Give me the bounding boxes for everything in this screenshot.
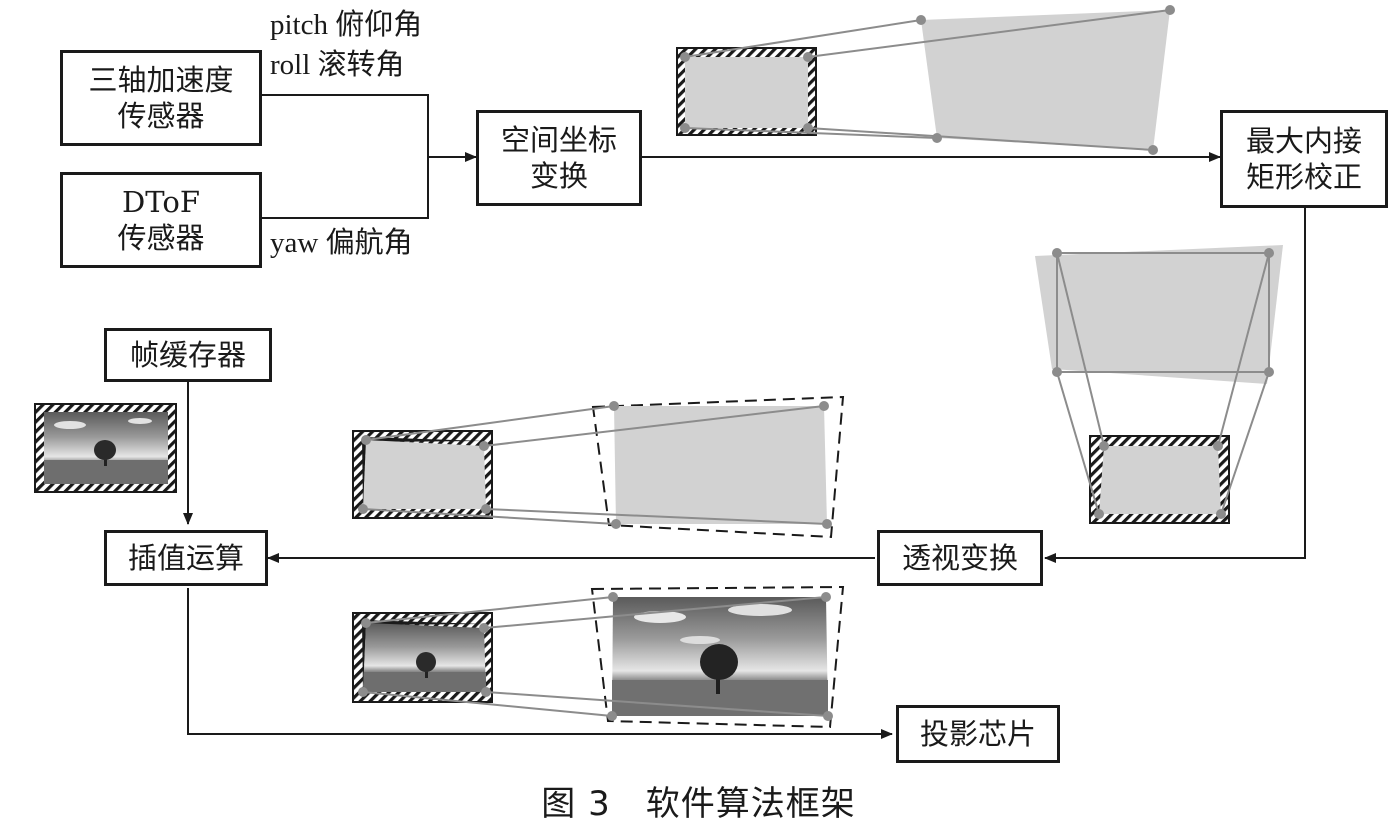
illustration-interpolation — [352, 585, 845, 729]
inner-image-area — [685, 57, 808, 128]
node-coord-transform: 空间坐标 变换 — [476, 110, 642, 206]
illustration-coord-transform — [676, 5, 1175, 155]
edge-maxrect-to-persp — [1044, 206, 1306, 563]
dashed-target-quad — [591, 395, 845, 539]
node-dtof-sensor-label: DToF 传感器 — [117, 184, 205, 255]
node-frame-buffer: 帧缓存器 — [104, 328, 272, 382]
illustration-perspective — [352, 395, 845, 539]
inner-image-area-2 — [1099, 446, 1221, 514]
edge-interp-to-proj — [187, 588, 893, 739]
node-interpolation: 插值运算 — [104, 530, 268, 586]
figure-caption: 图 3 软件算法框架 — [541, 784, 856, 824]
node-coord-transform-label: 空间坐标 变换 — [500, 122, 617, 193]
node-perspective-transform-label: 透视变换 — [901, 540, 1018, 575]
node-projection-chip-label: 投影芯片 — [919, 716, 1036, 751]
edge-accel-to-coord — [262, 94, 429, 157]
edge-dtof-to-coord — [262, 157, 429, 219]
label-roll: roll 滚转角 — [270, 49, 405, 81]
node-max-inscribed-rect-label: 最大内接 矩形校正 — [1245, 123, 1362, 194]
node-accelerometer: 三轴加速度 传感器 — [60, 50, 262, 146]
warped-image-shape — [614, 406, 827, 524]
node-interpolation-label: 插值运算 — [127, 540, 244, 575]
dashed-target-quad-2 — [590, 585, 845, 729]
node-max-inscribed-rect: 最大内接 矩形校正 — [1220, 110, 1388, 208]
label-pitch: pitch 俯仰角 — [270, 9, 423, 41]
framebuffer-thumbnail — [34, 403, 177, 493]
node-accelerometer-label: 三轴加速度 传感器 — [88, 62, 234, 133]
illustration-max-rect — [1035, 245, 1283, 524]
node-projection-chip: 投影芯片 — [896, 705, 1060, 763]
inscribed-rect-outline — [1056, 252, 1270, 373]
label-yaw: yaw 偏航角 — [270, 227, 413, 259]
node-perspective-transform: 透视变换 — [877, 530, 1043, 586]
node-dtof-sensor: DToF 传感器 — [60, 172, 262, 268]
projected-quad-shape — [921, 10, 1170, 150]
inner-image-area-3 — [363, 440, 486, 509]
flow-connectors — [183, 94, 1306, 739]
projected-quad-shape-2 — [1035, 245, 1283, 384]
node-frame-buffer-label: 帧缓存器 — [129, 337, 246, 372]
